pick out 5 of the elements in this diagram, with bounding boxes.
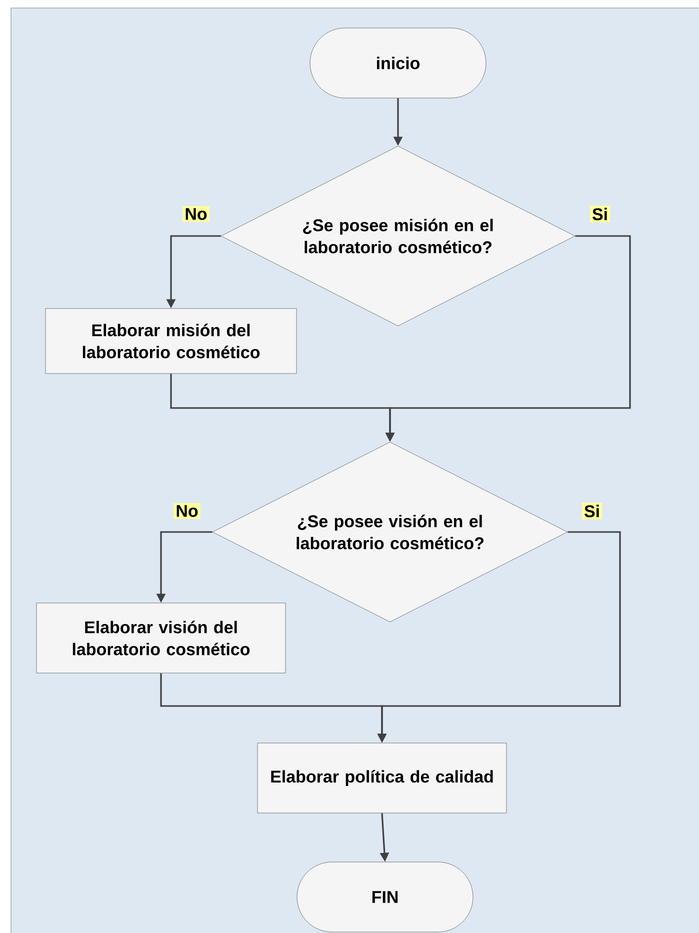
process-box: Elaborar misión del laboratorio cosmético <box>45 308 297 374</box>
process-box: Elaborar visión del laboratorio cosmético <box>36 602 286 674</box>
edge-label: No <box>174 503 200 519</box>
process-box: Elaborar política de calidad <box>257 742 507 814</box>
edge-label: No <box>182 206 210 222</box>
